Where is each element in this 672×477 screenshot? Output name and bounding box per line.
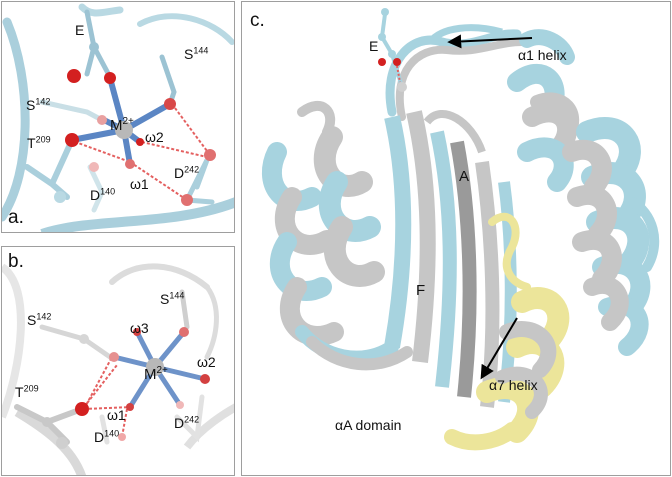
carbon-atom bbox=[56, 437, 68, 449]
water-oxygen bbox=[200, 374, 210, 384]
label-ser144: S144 bbox=[160, 290, 185, 307]
background-ribbon bbox=[183, 403, 234, 450]
asp242-sidechain bbox=[174, 394, 205, 443]
ribbon-loop bbox=[427, 24, 503, 45]
oxygen-atom bbox=[181, 194, 193, 206]
ribbon-loop bbox=[385, 29, 522, 117]
hydrogen-bonds bbox=[83, 356, 133, 438]
label-alpha7-helix: α7 helix bbox=[489, 377, 538, 393]
label-water-1: ω1 bbox=[130, 176, 149, 192]
ser144-sidechain bbox=[179, 289, 190, 330]
background-ribbon bbox=[204, 284, 219, 360]
hydrogen-bonds bbox=[69, 103, 211, 201]
label-water-2: ω2 bbox=[145, 129, 164, 145]
oxygen-atom bbox=[89, 162, 99, 172]
carbon-atom bbox=[79, 334, 89, 344]
label-water-3: ω3 bbox=[130, 320, 149, 336]
label-metal: M2+ bbox=[110, 116, 134, 134]
label-metal: M2+ bbox=[144, 365, 168, 383]
label-water-1: ω1 bbox=[107, 407, 126, 423]
water-oxygen bbox=[133, 328, 141, 336]
label-asp140: D140 bbox=[90, 186, 116, 203]
panel-c-label: c. bbox=[250, 10, 265, 31]
beta-sheet bbox=[384, 110, 517, 408]
panel-b-structure bbox=[2, 263, 234, 475]
label-glu: E bbox=[369, 38, 379, 54]
label-thr209: T209 bbox=[15, 383, 39, 400]
asp242-sidechain bbox=[183, 158, 215, 205]
water-oxygen bbox=[126, 403, 134, 411]
label-asp140: D140 bbox=[94, 428, 120, 445]
helices-left bbox=[262, 101, 413, 371]
label-strand-a: A bbox=[459, 168, 470, 185]
oxygen-atom bbox=[97, 115, 107, 125]
helix-alpha7-yellow bbox=[444, 212, 570, 451]
helices-right bbox=[562, 117, 660, 356]
background-ribbon bbox=[14, 408, 87, 475]
label-alphaA-domain: αA domain bbox=[335, 417, 402, 433]
background-ribbon bbox=[2, 17, 30, 222]
label-alpha1-helix: α1 helix bbox=[518, 47, 567, 63]
label-thr209: T209 bbox=[27, 134, 51, 151]
panel-a-label: a. bbox=[8, 207, 24, 228]
oxygen-atom bbox=[118, 433, 126, 441]
carbon-atom bbox=[42, 417, 52, 427]
ser144-backbone bbox=[109, 263, 210, 290]
oxygen-atom bbox=[75, 402, 89, 416]
arrow-alpha1 bbox=[447, 34, 533, 49]
water-oxygen bbox=[125, 159, 135, 169]
ser144-backbone bbox=[137, 13, 234, 45]
water-oxygen bbox=[136, 138, 144, 146]
panel-a: a. E S144 S142 M2+ ω2 T209 D242 ω1 D140 bbox=[1, 1, 235, 233]
panel-c-structure bbox=[262, 8, 660, 451]
metal-ion bbox=[146, 358, 164, 376]
metal-ion bbox=[115, 121, 133, 139]
oxygen-atom bbox=[164, 98, 176, 110]
oxygen-atom bbox=[204, 149, 216, 161]
background-ribbon bbox=[40, 197, 234, 232]
label-strand-f: F bbox=[416, 282, 426, 299]
oxygen-atom bbox=[109, 352, 119, 362]
ser142-sidechain bbox=[39, 99, 105, 123]
oxygen-atom bbox=[179, 327, 189, 337]
label-ser142: S142 bbox=[26, 96, 51, 113]
panel-c: c. E α1 helix A F α7 helix αA domain bbox=[241, 1, 671, 476]
ribbon-loop bbox=[395, 38, 526, 121]
label-glu: E bbox=[75, 22, 85, 38]
asp140-sidechain bbox=[87, 164, 105, 213]
ser142-sidechain bbox=[39, 324, 113, 360]
carbon-atom bbox=[89, 42, 99, 52]
ser144-sidechain bbox=[159, 54, 177, 107]
label-asp242: D242 bbox=[174, 414, 200, 431]
label-water-2: ω2 bbox=[197, 354, 216, 370]
label-ser144: S144 bbox=[184, 45, 209, 62]
label-ser142: S142 bbox=[27, 311, 52, 328]
oxygen-atom bbox=[176, 401, 184, 409]
oxygen-atom bbox=[65, 133, 79, 147]
panel-a-structure bbox=[2, 3, 234, 232]
oxygen-atom bbox=[67, 69, 81, 83]
asp140-sidechain bbox=[99, 414, 110, 445]
glu-residue bbox=[378, 8, 407, 92]
panel-b-label: b. bbox=[8, 251, 24, 272]
panel-b: b. S144 S142 ω3 ω2 M2+ T209 ω1 D242 D140 bbox=[1, 246, 235, 476]
arrow-alpha7 bbox=[480, 317, 518, 380]
oxygen-atom bbox=[104, 72, 116, 84]
carbon-atom bbox=[54, 191, 66, 203]
background-ribbon bbox=[2, 263, 25, 419]
glu-backbone bbox=[78, 3, 124, 17]
label-asp242: D242 bbox=[174, 164, 200, 181]
